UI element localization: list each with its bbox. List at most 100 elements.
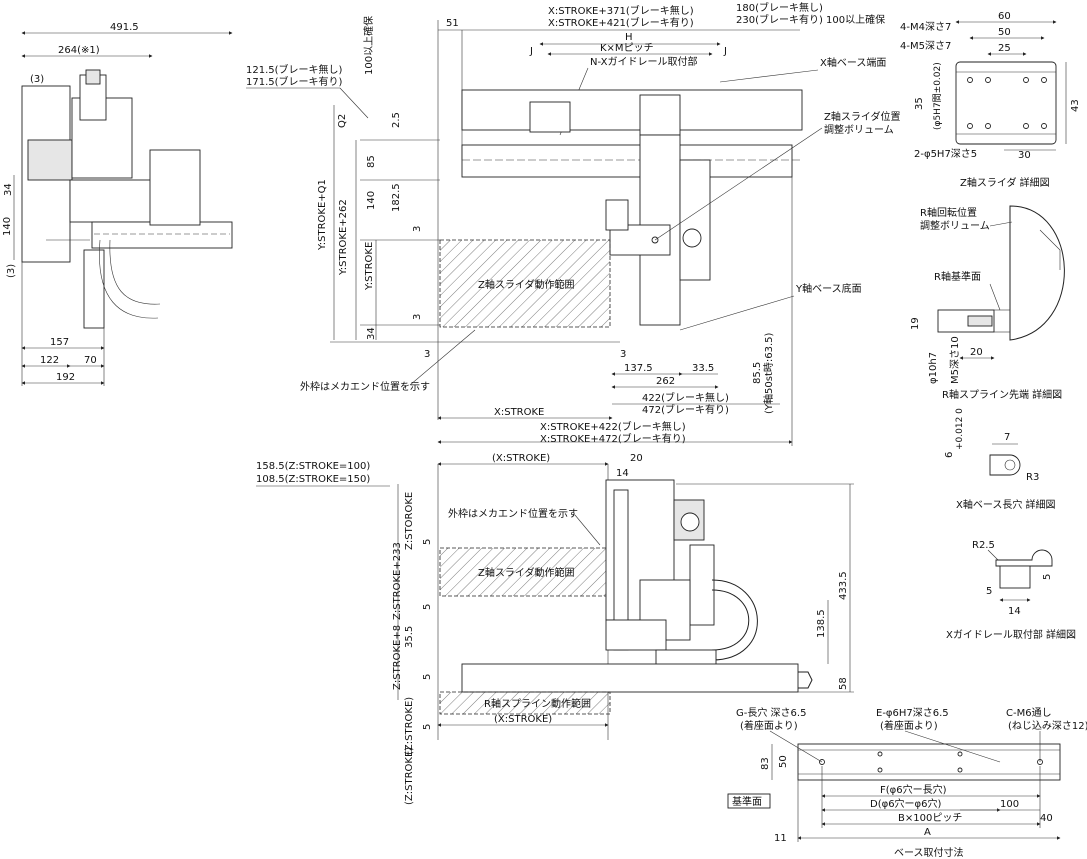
dim-q2: Q2	[337, 114, 348, 128]
dim-158-5: 158.5(Z:STROKE=100)	[256, 461, 370, 472]
dim-3-c: 3	[424, 349, 430, 360]
dim-J-right: J	[723, 46, 727, 57]
dim-140-main: 140	[366, 191, 377, 210]
dim-34-main: 34	[366, 327, 377, 340]
dim-34: 34	[3, 183, 14, 196]
xg-title: Xガイドレール取付部 詳細図	[946, 628, 1076, 641]
dim-51: 51	[446, 18, 459, 29]
dim-2-5: 2.5	[391, 112, 402, 128]
nx-guide-label: N-Xガイドレール取付部	[590, 55, 697, 68]
dim-3-a: 3	[412, 226, 423, 232]
z-d50: 50	[998, 27, 1011, 38]
x-guide-detail: R2.5 5 5 14 Xガイドレール取付部 詳細図	[946, 540, 1076, 641]
dim-264: 264(※1)	[58, 45, 100, 56]
r-d20: 20	[970, 347, 983, 358]
dim-180: 180(ブレーキ無し)	[736, 1, 823, 14]
dim-121-5: 121.5(ブレーキ無し)	[246, 63, 343, 76]
bm-a-dim: A	[924, 827, 931, 838]
dim-33-5: 33.5	[692, 363, 714, 374]
dim-5-b: 5	[422, 604, 433, 610]
dim-433-5: 433.5	[838, 571, 849, 600]
bm-d83: 83	[760, 757, 771, 770]
dim-5-c: 5	[422, 674, 433, 680]
outer-frame-label-plan: 外枠はメカエンド位置を示す	[300, 380, 430, 393]
dim-491-5: 491.5	[110, 22, 139, 33]
z-slider-range-front	[439, 547, 609, 597]
r-spline-detail: R軸回転位置 調整ボリューム R軸基準面 19 20 φ10h7 M5深さ10 …	[910, 205, 1065, 401]
xg-d5a: 5	[1042, 574, 1053, 580]
xs-d7: 7	[1004, 432, 1010, 443]
bm-c-m6: C-M6通し	[1006, 707, 1052, 719]
dim-140: 140	[2, 217, 13, 236]
z-m4: 4-M4深さ7	[900, 21, 951, 33]
x-stroke-421: X:STROKE+421(ブレーキ有り)	[548, 16, 694, 29]
r-spline-range	[439, 691, 611, 715]
dim-138-5: 138.5	[816, 609, 827, 638]
z-d60: 60	[998, 11, 1011, 22]
x-base-end-label: X軸ベース端面	[820, 56, 886, 69]
dim-5-a: 5	[422, 539, 433, 545]
bm-g-slot: G-長穴 深さ6.5	[736, 706, 806, 719]
z-d43: 43	[1070, 99, 1081, 112]
z-d35: 35	[914, 97, 925, 110]
dim-20-front: 20	[630, 453, 643, 464]
z-storoke: Z:STOROKE	[404, 492, 415, 550]
bm-f-dim: F(φ6穴ー長穴)	[880, 783, 947, 796]
x-stroke-371: X:STROKE+371(ブレーキ無し)	[548, 4, 694, 17]
dim-262-main: 262	[656, 376, 675, 387]
front-x-stroke-2: (X:STROKE)	[494, 714, 552, 725]
r-range-label: R軸スプライン動作範囲	[484, 697, 591, 710]
z-detail-title: Z軸スライダ 詳細図	[960, 176, 1050, 189]
z-slider-range-plan	[439, 239, 611, 328]
dim-85: 85	[366, 155, 377, 168]
dim-70: 70	[84, 355, 97, 366]
x-slot-detail: 6 +0.012 0 7 R3 X軸ベース長穴 詳細図	[944, 408, 1056, 511]
xg-d14: 14	[1008, 606, 1021, 617]
dim-230: 230(ブレーキ有り)	[736, 13, 823, 26]
xs-r3: R3	[1026, 472, 1039, 483]
z-m5: 4-M5深さ7	[900, 40, 951, 52]
bm-d-dim: D(φ6穴ーφ6穴)	[870, 797, 942, 810]
bm-b-dim: B×100ピッチ	[898, 812, 962, 824]
dim-182-5: 182.5	[391, 183, 402, 212]
r-m5: M5深さ10	[949, 336, 961, 384]
y50st-label: (Y軸50st時:63.5)	[762, 333, 775, 415]
y-stroke-q1: Y:STROKE+Q1	[317, 179, 328, 251]
z-d25: 25	[998, 43, 1011, 54]
dim-14-front: 14	[616, 468, 629, 479]
dim-58: 58	[838, 677, 849, 690]
outer-frame-label-front: 外枠はメカエンド位置を示す	[448, 507, 578, 520]
r-rot2: 調整ボリューム	[920, 219, 990, 232]
top-view: 491.5 264(※1) (3) 34 140 (3) 157 122 70 …	[2, 22, 233, 386]
dim-192: 192	[56, 372, 75, 383]
z-slider-pos-label: Z軸スライダ位置	[824, 110, 900, 123]
dim-137-5: 137.5	[624, 363, 653, 374]
xs-title: X軸ベース長穴 詳細図	[956, 498, 1056, 511]
dim-85-5: 85.5	[752, 362, 763, 384]
bm-g-sub: (着座面より)	[740, 719, 798, 732]
dim-108-5: 108.5(Z:STROKE=150)	[256, 474, 370, 485]
base-mount-detail: G-長穴 深さ6.5 (着座面より) E-φ6H7深さ6.5 (着座面より) C…	[727, 706, 1087, 859]
r-rot1: R軸回転位置	[920, 206, 977, 219]
x-stroke-main: X:STROKE	[494, 407, 544, 418]
dim-H: H	[625, 32, 633, 43]
bm-ref: 基準面	[732, 795, 762, 808]
z-slider-vol-label: 調整ボリューム	[824, 123, 894, 136]
z-stroke-8: Z:STROKE+8	[392, 625, 403, 690]
y-stroke-262: Y:STROKE+262	[338, 199, 349, 276]
front-view: 158.5(Z:STROKE=100) 108.5(Z:STROKE=150) …	[256, 453, 854, 805]
z-d30: 30	[1018, 150, 1031, 161]
r-d19: 19	[910, 317, 921, 330]
dim-35-5: 35.5	[404, 626, 415, 648]
dim-kxm: K×Mピッチ	[600, 42, 654, 54]
r-ref: R軸基準面	[934, 270, 981, 283]
z-range-label-plan: Z軸スライダ動作範囲	[478, 278, 574, 291]
r-detail-title: R軸スプライン先端 詳細図	[942, 388, 1062, 401]
bm-d11: 11	[774, 833, 787, 844]
dim-3-b: 3	[412, 314, 423, 320]
bm-c-sub: (ねじ込み深さ12)	[1008, 720, 1087, 732]
bm-d100: 100	[1000, 799, 1019, 810]
z-h7: (φ5H7間±0.02)	[932, 62, 943, 130]
